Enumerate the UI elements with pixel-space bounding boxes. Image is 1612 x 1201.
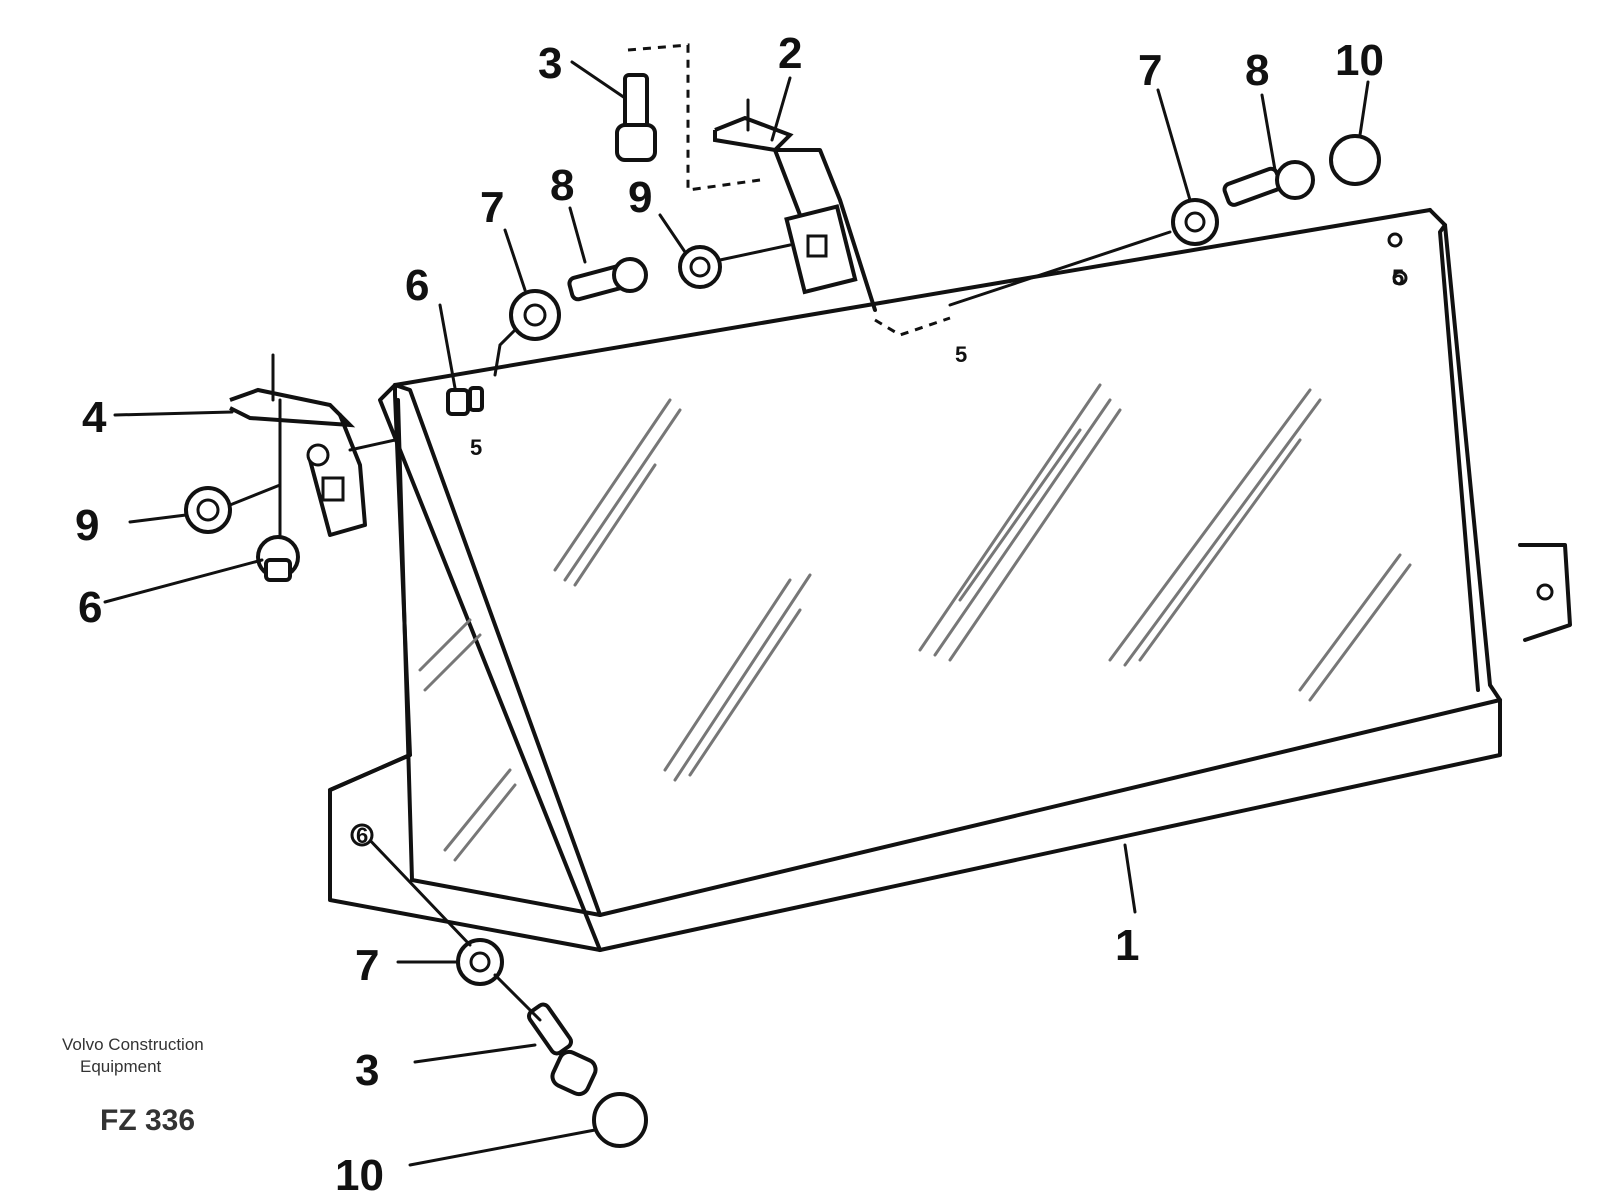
callout-5-right: 5 (1392, 265, 1404, 290)
footer-company-line2: Equipment (80, 1057, 162, 1076)
left-bracket (229, 353, 397, 547)
window-frame (328, 208, 1572, 952)
callout-6-top: 6 (405, 261, 429, 310)
callout-7-top-right: 7 (1138, 46, 1162, 95)
callout-6-bottom: 6 (356, 823, 368, 848)
callout-2: 2 (778, 29, 802, 78)
callout-labels: 1 2 3 3 4 5 5 5 6 6 6 7 7 7 8 8 9 9 10 1… (75, 29, 1404, 1200)
callout-9-left: 9 (75, 501, 99, 550)
callout-10-bottom: 10 (335, 1151, 384, 1200)
glass-reflection-hatching (418, 383, 1412, 862)
callout-7-top-left: 7 (480, 183, 504, 232)
top-bracket (627, 43, 951, 337)
callout-4: 4 (82, 393, 107, 442)
callout-1: 1 (1115, 921, 1139, 970)
callout-5-top: 5 (955, 342, 967, 367)
callout-3-top: 3 (538, 39, 562, 88)
fasteners (184, 73, 1381, 1148)
callout-6-left: 6 (78, 583, 102, 632)
callout-9-top: 9 (628, 173, 652, 222)
lug-hole (1536, 583, 1554, 601)
footer-company: Volvo Construction (62, 1035, 204, 1054)
callout-8-top-left: 8 (550, 161, 574, 210)
callout-7-bottom: 7 (355, 941, 379, 990)
footer-credit: Volvo Construction Equipment FZ 336 (62, 1035, 204, 1137)
callout-10-top: 10 (1335, 36, 1384, 85)
leader-lines (103, 60, 1370, 1167)
footer-figure-code: FZ 336 (100, 1104, 195, 1137)
callout-3-bottom: 3 (355, 1046, 379, 1095)
callout-8-top-right: 8 (1245, 46, 1269, 95)
callout-5-corner: 5 (470, 435, 482, 460)
